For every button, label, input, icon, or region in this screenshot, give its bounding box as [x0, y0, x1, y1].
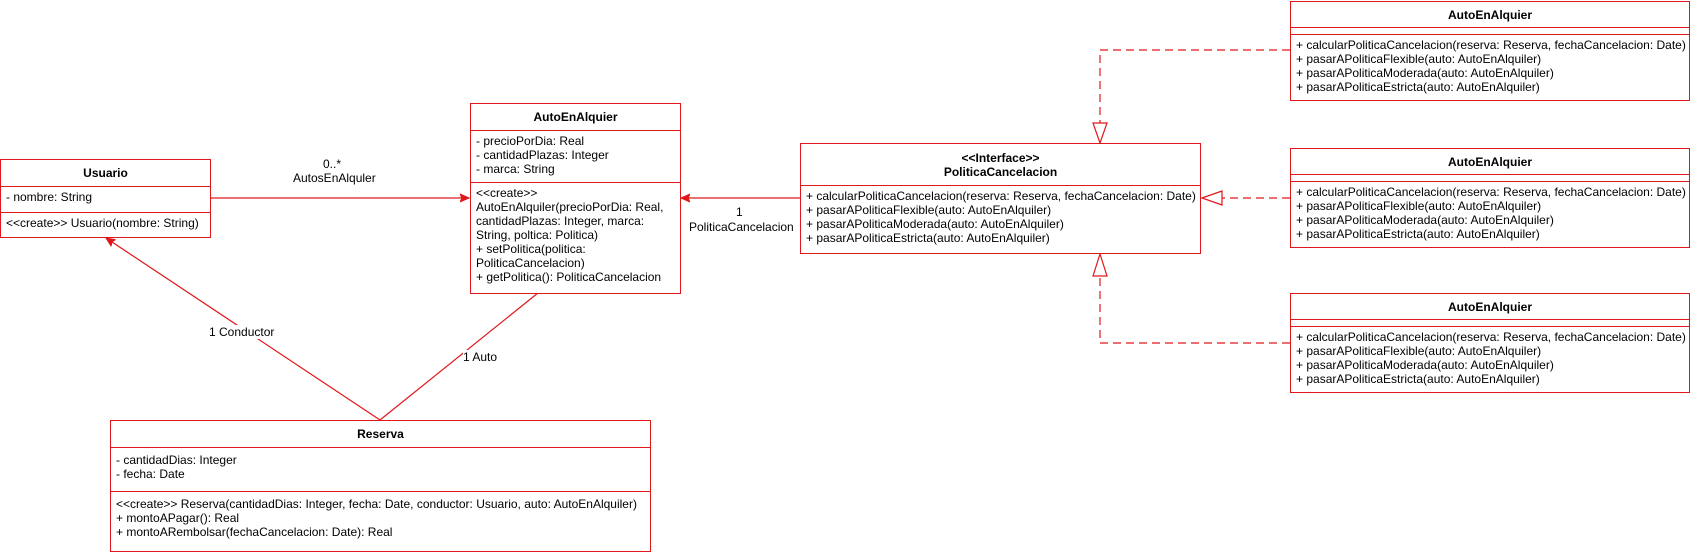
class-name: AutoEnAlquier [1291, 294, 1689, 320]
realization-arrowhead-top [1092, 122, 1108, 145]
auto-politica-role: PoliticaCancelacion [689, 220, 794, 234]
interface-header: <<Interface>> PoliticaCancelacion [801, 144, 1200, 186]
method: + pasarAPoliticaEstricta(auto: AutoEnAlq… [1296, 227, 1540, 241]
method: + calcularPoliticaCancelacion(reserva: R… [1296, 185, 1686, 199]
methods-section: <<create>> Usuario(nombre: String) [1, 213, 210, 232]
methods-section: + calcularPoliticaCancelacion(reserva: R… [1291, 327, 1689, 388]
method: + pasarAPoliticaModerada(auto: AutoEnAlq… [806, 217, 1064, 231]
class-name: AutoEnAlquier [471, 104, 680, 131]
stereotype: <<Interface>> [961, 150, 1040, 165]
method: AutoEnAlquiler(precioPorDia: Real, canti… [476, 200, 664, 242]
class-reserva[interactable]: Reserva - cantidadDias: Integer - fecha:… [110, 420, 651, 552]
attributes-section: - nombre: String [1, 187, 210, 213]
methods-section: + calcularPoliticaCancelacion(reserva: R… [1291, 35, 1689, 96]
class-name: Usuario [1, 160, 210, 187]
method: + montoAPagar(): Real [116, 511, 240, 525]
method: + pasarAPoliticaEstricta(auto: AutoEnAlq… [1296, 80, 1540, 94]
method: + pasarAPoliticaFlexible(auto: AutoEnAlq… [1296, 344, 1542, 358]
methods-section: <<create>> Reserva(cantidadDias: Integer… [111, 492, 650, 541]
attributes-section [1291, 320, 1689, 327]
method: + getPolitica(): PoliticaCancelacion [476, 270, 662, 284]
class-name: AutoEnAlquier [1291, 2, 1689, 28]
method: + pasarAPoliticaFlexible(auto: AutoEnAlq… [1296, 199, 1542, 213]
attribute: - fecha: Date [116, 467, 185, 481]
attributes-section [1291, 28, 1689, 35]
attribute: - cantidadPlazas: Integer [476, 148, 609, 162]
edge-impl3-realization [1099, 276, 1290, 344]
interface-politica-cancelacion[interactable]: <<Interface>> PoliticaCancelacion + calc… [800, 143, 1201, 254]
class-auto-en-alquier[interactable]: AutoEnAlquier - precioPorDia: Real - can… [470, 103, 681, 294]
attribute: - marca: String [476, 162, 555, 176]
auto-politica-multiplicity: 1 [736, 205, 743, 219]
method: + calcularPoliticaCancelacion(reserva: R… [1296, 330, 1686, 344]
method: + pasarAPoliticaEstricta(auto: AutoEnAlq… [806, 231, 1050, 245]
class-impl-middle[interactable]: AutoEnAlquier + calcularPoliticaCancelac… [1290, 148, 1690, 248]
method: + pasarAPoliticaModerada(auto: AutoEnAlq… [1296, 213, 1554, 227]
methods-section: + calcularPoliticaCancelacion(reserva: R… [1291, 182, 1689, 243]
class-name: AutoEnAlquier [1291, 149, 1689, 175]
method: <<create>> [476, 186, 538, 200]
reserva-auto-label: 1 Auto [463, 350, 498, 364]
realization-arrowhead-bottom [1092, 252, 1108, 277]
method: + calcularPoliticaCancelacion(reserva: R… [1296, 38, 1686, 52]
usuario-auto-role: AutosEnAlquler [293, 171, 376, 185]
method: + pasarAPoliticaModerada(auto: AutoEnAlq… [1296, 66, 1554, 80]
reserva-usuario-label: 1 Conductor [209, 325, 275, 339]
realization-arrowhead-middle [1200, 190, 1223, 206]
edge-impl1-realization [1099, 49, 1290, 143]
methods-section: + calcularPoliticaCancelacion(reserva: R… [801, 186, 1200, 247]
attributes-section: - precioPorDia: Real - cantidadPlazas: I… [471, 131, 680, 183]
class-impl-bottom[interactable]: AutoEnAlquier + calcularPoliticaCancelac… [1290, 293, 1690, 393]
class-name: Reserva [111, 421, 650, 448]
class-usuario[interactable]: Usuario - nombre: String <<create>> Usua… [0, 159, 211, 238]
attribute: - cantidadDias: Integer [116, 453, 237, 467]
method: + pasarAPoliticaFlexible(auto: AutoEnAlq… [1296, 52, 1542, 66]
class-name: PoliticaCancelacion [943, 164, 1058, 179]
method: <<create>> Reserva(cantidadDias: Integer… [116, 497, 637, 511]
method: <<create>> Usuario(nombre: String) [6, 216, 199, 230]
method: + calcularPoliticaCancelacion(reserva: R… [806, 189, 1196, 203]
method: + montoARembolsar(fechaCancelacion: Date… [116, 525, 393, 539]
attributes-section: - cantidadDias: Integer - fecha: Date [111, 448, 650, 492]
attribute: - nombre: String [6, 190, 93, 204]
usuario-auto-multiplicity: 0..* [323, 157, 342, 171]
method: + pasarAPoliticaEstricta(auto: AutoEnAlq… [1296, 372, 1540, 386]
methods-section: <<create>> AutoEnAlquiler(precioPorDia: … [471, 183, 680, 286]
method: + setPolitica(politica: PoliticaCancelac… [476, 242, 586, 270]
class-impl-top[interactable]: AutoEnAlquier + calcularPoliticaCancelac… [1290, 1, 1690, 101]
method: + pasarAPoliticaModerada(auto: AutoEnAlq… [1296, 358, 1554, 372]
method: + pasarAPoliticaFlexible(auto: AutoEnAlq… [806, 203, 1052, 217]
attribute: - precioPorDia: Real [476, 134, 585, 148]
attributes-section [1291, 175, 1689, 182]
